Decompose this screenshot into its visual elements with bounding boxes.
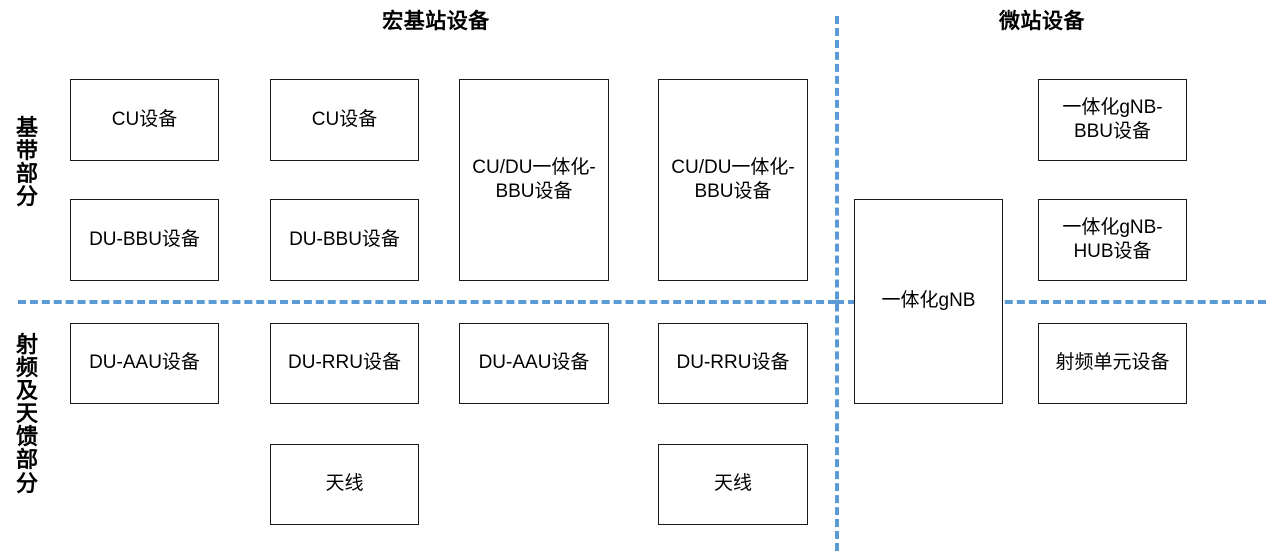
horizontal-divider-right bbox=[836, 300, 1266, 304]
box-label: DU-BBU设备 bbox=[289, 228, 400, 250]
box-label: DU-BBU设备 bbox=[89, 228, 200, 250]
box-integrated-gnb-bbu: 一体化gNB-BBU设备 bbox=[1038, 79, 1187, 161]
box-cu-equipment-col1: CU设备 bbox=[70, 79, 219, 161]
box-label: DU-RRU设备 bbox=[676, 352, 790, 374]
section-title-micro: 微站设备 bbox=[999, 10, 1085, 33]
box-label: 一体化gNB bbox=[881, 290, 976, 312]
row-label-baseband: 基带部分 bbox=[15, 115, 38, 210]
box-integrated-gnb-hub: 一体化gNB-HUB设备 bbox=[1038, 199, 1187, 281]
box-label: 一体化gNB-BBU设备 bbox=[1062, 96, 1163, 142]
box-label: DU-AAU设备 bbox=[478, 352, 590, 374]
box-du-rru-equipment-col2: DU-RRU设备 bbox=[270, 323, 419, 404]
box-label: 射频单元设备 bbox=[1055, 352, 1170, 374]
box-label: CU/DU一体化-BBU设备 bbox=[671, 156, 795, 202]
box-label: CU设备 bbox=[111, 108, 178, 130]
box-cu-equipment-col2: CU设备 bbox=[270, 79, 419, 161]
box-cudu-integrated-bbu-col4: CU/DU一体化-BBU设备 bbox=[658, 79, 808, 281]
section-title-macro: 宏基站设备 bbox=[382, 10, 490, 33]
box-cudu-integrated-bbu-col3: CU/DU一体化-BBU设备 bbox=[459, 79, 609, 281]
box-rf-unit-equipment: 射频单元设备 bbox=[1038, 323, 1187, 404]
box-label: 天线 bbox=[713, 473, 752, 495]
box-du-bbu-equipment-col2: DU-BBU设备 bbox=[270, 199, 419, 281]
box-du-aau-equipment-col3: DU-AAU设备 bbox=[459, 323, 609, 404]
box-label: 一体化gNB-HUB设备 bbox=[1062, 216, 1163, 262]
box-du-aau-equipment-col1: DU-AAU设备 bbox=[70, 323, 219, 404]
row-label-rf-antenna: 射频及天馈部分 bbox=[15, 332, 38, 496]
box-antenna-col2: 天线 bbox=[270, 444, 419, 525]
box-label: CU/DU一体化-BBU设备 bbox=[472, 156, 596, 202]
box-label: DU-RRU设备 bbox=[288, 352, 401, 374]
box-du-rru-equipment-col4: DU-RRU设备 bbox=[658, 323, 808, 404]
vertical-divider-macro-micro bbox=[835, 16, 839, 551]
horizontal-divider-left bbox=[18, 300, 836, 304]
box-label: DU-AAU设备 bbox=[89, 352, 200, 374]
box-integrated-gnb: 一体化gNB bbox=[854, 199, 1003, 404]
box-label: CU设备 bbox=[311, 108, 378, 130]
box-antenna-col4: 天线 bbox=[658, 444, 808, 525]
box-label: 天线 bbox=[325, 473, 364, 495]
box-du-bbu-equipment-col1: DU-BBU设备 bbox=[70, 199, 219, 281]
